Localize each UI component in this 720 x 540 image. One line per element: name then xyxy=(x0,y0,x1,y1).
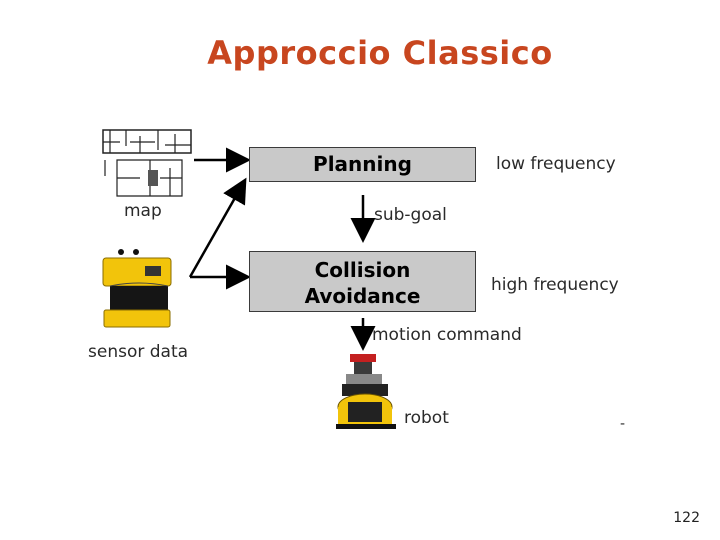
low-frequency-label: low frequency xyxy=(496,154,616,174)
map-label: map xyxy=(124,201,162,221)
sensor-data-label: sensor data xyxy=(88,342,189,362)
planning-label: Planning xyxy=(313,152,412,176)
collision-label-line2: Avoidance xyxy=(304,284,421,308)
sensor-to-planning-arrow xyxy=(188,177,247,278)
sub-goal-label: sub-goal xyxy=(374,205,447,225)
slide-title: Approccio Classico xyxy=(207,34,553,72)
collision-label-line1: Collision xyxy=(314,258,411,282)
mobile-robot-icon xyxy=(336,354,396,429)
page-number: 122 xyxy=(673,510,700,526)
high-frequency-label: high frequency xyxy=(491,275,619,295)
planning-block: Planning xyxy=(249,147,476,182)
robot-label: robot xyxy=(404,408,449,428)
dash-mark: - xyxy=(620,416,626,432)
motion-command-label: motion command xyxy=(372,325,522,345)
laser-scanner-icon xyxy=(102,249,172,328)
floor-map-icon xyxy=(101,128,193,198)
collision-avoidance-block: Collision Avoidance xyxy=(249,251,476,312)
